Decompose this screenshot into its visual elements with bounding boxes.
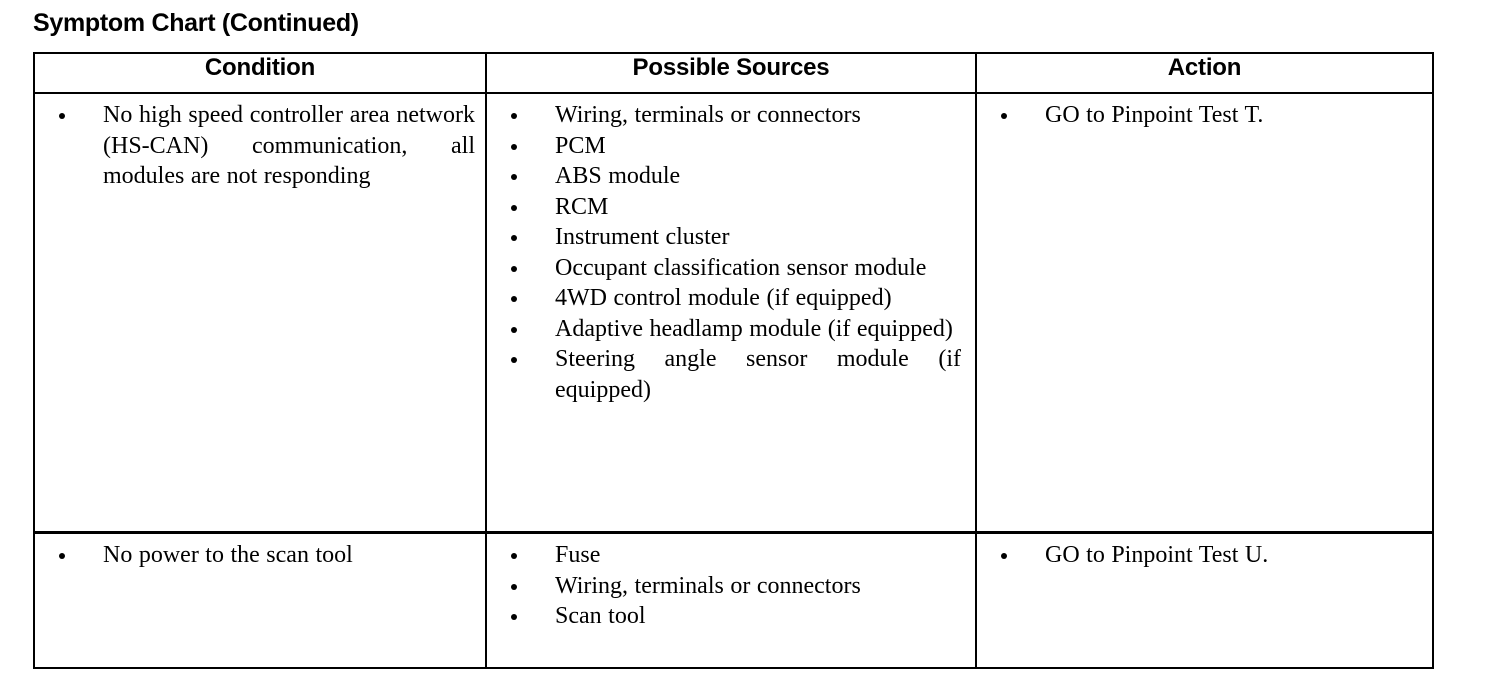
list-item: Adaptive headlamp module (if equipped) <box>500 314 965 345</box>
cell-possible-sources: Wiring, terminals or connectors PCM ABS … <box>485 92 977 534</box>
cell-condition: No power to the scan tool <box>33 531 487 669</box>
column-header-condition: Condition <box>33 52 487 94</box>
table-header: Condition Possible Sources Action <box>33 52 1434 94</box>
action-list: GO to Pinpoint Test T. <box>977 94 1432 139</box>
list-item: No high speed controller area network (H… <box>48 100 475 192</box>
table-row: No power to the scan tool Fuse Wiring, t… <box>33 531 1434 669</box>
possible-sources-list: Wiring, terminals or connectors PCM ABS … <box>487 94 975 413</box>
symptom-chart-table: Condition Possible Sources Action No hig… <box>33 52 1434 669</box>
table-body: No high speed controller area network (H… <box>33 92 1434 669</box>
list-item: PCM <box>500 131 965 162</box>
possible-sources-list: Fuse Wiring, terminals or connectors Sca… <box>487 534 975 640</box>
list-item: Instrument cluster <box>500 222 965 253</box>
list-item: Steering angle sensor module (if equippe… <box>500 344 965 405</box>
action-list: GO to Pinpoint Test U. <box>977 534 1432 579</box>
cell-action: GO to Pinpoint Test T. <box>975 92 1434 534</box>
cell-condition: No high speed controller area network (H… <box>33 92 487 534</box>
column-header-action: Action <box>975 52 1434 94</box>
list-item: Wiring, terminals or connectors <box>500 571 965 602</box>
cell-possible-sources: Fuse Wiring, terminals or connectors Sca… <box>485 531 977 669</box>
table-row: No high speed controller area network (H… <box>33 92 1434 534</box>
list-item: Occupant classification sensor module <box>500 253 965 284</box>
list-item: Scan tool <box>500 601 965 632</box>
list-item: No power to the scan tool <box>48 540 475 571</box>
page-title: Symptom Chart (Continued) <box>33 9 359 37</box>
list-item: GO to Pinpoint Test T. <box>990 100 1422 131</box>
condition-list: No power to the scan tool <box>35 534 485 579</box>
condition-list: No high speed controller area network (H… <box>35 94 485 200</box>
list-item: Wiring, terminals or connectors <box>500 100 965 131</box>
list-item: GO to Pinpoint Test U. <box>990 540 1422 571</box>
list-item: Fuse <box>500 540 965 571</box>
table-header-row: Condition Possible Sources Action <box>33 52 1434 94</box>
list-item: RCM <box>500 192 965 223</box>
cell-action: GO to Pinpoint Test U. <box>975 531 1434 669</box>
list-item: 4WD control module (if equipped) <box>500 283 965 314</box>
list-item: ABS module <box>500 161 965 192</box>
column-header-possible-sources: Possible Sources <box>485 52 977 94</box>
